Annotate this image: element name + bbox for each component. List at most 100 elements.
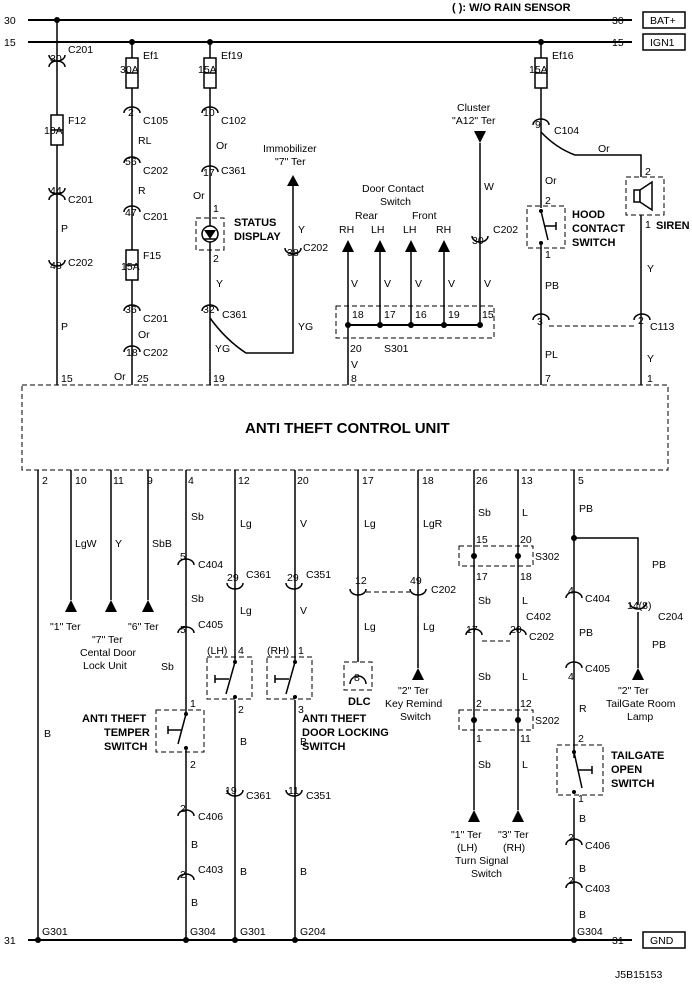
c113-label: C113 xyxy=(650,321,674,333)
wire-b-3: B xyxy=(191,897,198,909)
wire-y: Y xyxy=(216,278,223,290)
c202-label-6: C202 xyxy=(431,584,456,596)
wire-lgr: LgR xyxy=(423,518,443,530)
wire-sb-7: Sb xyxy=(478,759,491,771)
s302-label: S302 xyxy=(535,551,560,563)
ter1-label: "1" Ter xyxy=(50,621,81,633)
c406-label-1: C406 xyxy=(198,811,223,823)
hood-contact-switch: 2 1 HOOD CONTACT SWITCH xyxy=(526,195,625,261)
wire-pl: PL xyxy=(545,349,558,361)
pin-5a: 5 xyxy=(180,551,186,563)
siren-pin-2: 2 xyxy=(645,166,651,178)
pin-48: 48 xyxy=(50,260,62,272)
rail-gnd-tag: GND xyxy=(650,935,674,947)
s202-pin-12: 12 xyxy=(520,698,532,710)
rail-bat: 30 30 BAT+ xyxy=(4,11,686,29)
rail-gnd-left: 31 xyxy=(4,935,16,947)
rh-pin-1: 1 xyxy=(298,645,304,657)
wire-sb-5: Sb xyxy=(478,595,491,607)
rail-ign-right: 15 xyxy=(612,37,624,49)
c361-label-4: C361 xyxy=(246,790,271,802)
wire-b-8: B xyxy=(579,813,586,825)
front-label: Front xyxy=(412,210,437,222)
pin-56: 56 xyxy=(125,156,137,168)
wire-v-5: V xyxy=(484,278,491,290)
wire-b-1: B xyxy=(44,728,51,740)
wire-key-remind: LgR 49 C202 Lg "2" Ter Key Remind Switch xyxy=(385,470,456,723)
rail-gnd-right: 31 xyxy=(612,935,624,947)
g204: G204 xyxy=(300,926,326,938)
wire-col-574: PB PB 4 C404 14(8) C204 PB PB 4 C405 R 2… xyxy=(568,470,683,943)
wire-col-235: Lg 29 C361 Lg 4 2 B 19 C361 B G301 xyxy=(225,470,271,943)
unit-bottom-pins: 2 10 11 9 4 12 20 17 18 26 13 5 xyxy=(42,475,584,487)
g304-2: G304 xyxy=(577,926,603,938)
c202-label: C202 xyxy=(68,257,93,269)
c201-label-4: C201 xyxy=(143,313,168,325)
c201-label-3: C201 xyxy=(143,211,168,223)
header-note: ( ): W/O RAIN SENSOR xyxy=(452,2,571,14)
ter3-label: "3" Ter xyxy=(498,829,529,841)
fuse-f15-rating: 15A xyxy=(121,261,140,273)
temper-label-1: ANTI THEFT xyxy=(82,713,146,725)
fuse-f15: F15 15A xyxy=(121,249,161,281)
ter2-label-1: "2" Ter xyxy=(398,685,429,697)
s302-pin-18: 18 xyxy=(520,571,532,583)
c351-label-2: C351 xyxy=(306,790,331,802)
splice-s301: 18 17 16 19 15 20 S301 V 8 xyxy=(335,305,495,385)
rail-bat-left: 30 xyxy=(4,15,16,27)
immobilizer-arrow xyxy=(287,175,299,186)
temper-label-3: SWITCH xyxy=(104,741,147,753)
connector-marks xyxy=(48,54,651,889)
ter2-label-2: "2" Ter xyxy=(618,685,649,697)
status-display: STATUS DISPLAY xyxy=(195,217,281,251)
rear-label: Rear xyxy=(355,210,378,222)
anti-theft-control-unit xyxy=(21,384,669,471)
g301-2: G301 xyxy=(240,926,266,938)
wire-or-6: Or xyxy=(545,175,557,187)
siren-label: SIREN xyxy=(656,220,690,232)
lh-2: LH xyxy=(403,224,416,236)
siren-pin-1: 1 xyxy=(645,219,651,231)
c403-label-1: C403 xyxy=(198,864,223,876)
tailgate-room-1: TailGate Room xyxy=(606,698,676,710)
tg-pin-1: 1 xyxy=(578,793,584,805)
splice-s302: S302 xyxy=(458,545,560,567)
lh-paren: (LH) xyxy=(207,645,227,657)
wire-b-6: B xyxy=(300,736,307,748)
immobilizer-label-1: Immobilizer xyxy=(263,143,317,155)
wire-sb-1: Sb xyxy=(191,511,204,523)
pin-3: 3 xyxy=(537,316,543,328)
wire-b-5: B xyxy=(240,866,247,878)
control-unit-title: ANTI THEFT CONTROL UNIT xyxy=(245,420,450,437)
pin-36: 36 xyxy=(125,304,137,316)
lh-pin-2: 2 xyxy=(238,704,244,716)
pin-9: 9 xyxy=(535,119,541,131)
cluster-label-2: "A12" Ter xyxy=(452,115,496,127)
c402-label: C402 xyxy=(526,611,551,623)
lock-label-1: ANTI THEFT xyxy=(302,713,366,725)
wire-lock-unit: LgW Y SbB "1" Ter "7" Ter "6" Ter Cental… xyxy=(50,470,172,672)
wire-sbb: SbB xyxy=(152,538,172,550)
wire-v-7: V xyxy=(300,518,307,530)
unit-pin-b9: 9 xyxy=(147,475,153,487)
c202-label-7: C202 xyxy=(529,631,554,643)
wire-r-2: R xyxy=(579,703,587,715)
fuse-ef19: Ef19 15A xyxy=(198,50,243,89)
wire-b-10: B xyxy=(579,909,586,921)
s301-pin-15: 15 xyxy=(482,309,494,321)
wire-lg-2: Lg xyxy=(240,605,252,617)
fuse-ef16-name: Ef16 xyxy=(552,50,574,62)
wire-lgw: LgW xyxy=(75,538,97,550)
pin-5b: 5 xyxy=(180,624,186,636)
unit-pin-b11: 11 xyxy=(113,475,124,487)
unit-pin-b2: 2 xyxy=(42,475,48,487)
s301-pin-20: 20 xyxy=(350,343,362,355)
c361-label-3: C361 xyxy=(246,569,271,581)
unit-pin-25: 25 xyxy=(137,373,149,385)
unit-pin-b17: 17 xyxy=(362,475,374,487)
c405-label-1: C405 xyxy=(198,619,223,631)
lock-label-2: DOOR LOCKING xyxy=(302,727,389,739)
pin-29a: 29 xyxy=(227,572,239,584)
unit-pin-b4: 4 xyxy=(188,475,194,487)
